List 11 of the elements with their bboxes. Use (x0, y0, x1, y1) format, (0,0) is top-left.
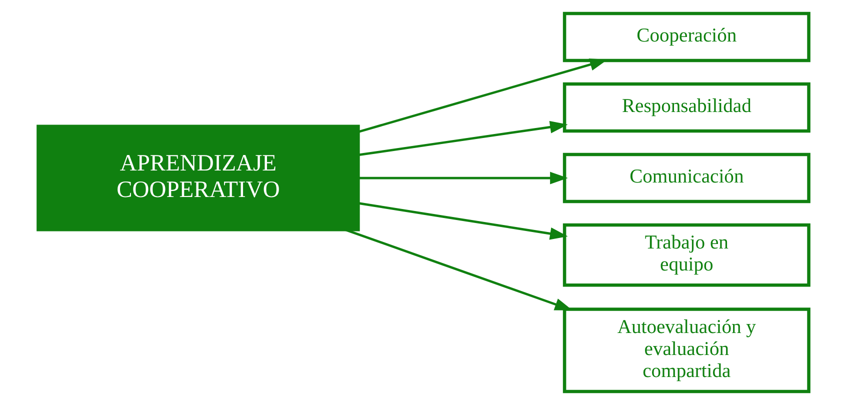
node-box: Comunicación (562, 152, 810, 204)
node-box: Autoevaluación y evaluación compartida (562, 308, 810, 394)
arrow (358, 120, 568, 156)
arrow (358, 202, 568, 240)
arrow (344, 228, 572, 310)
node-box: APRENDIZAJE COOPERATIVO (36, 124, 360, 232)
node-box: Cooperación (562, 12, 810, 62)
arrow (357, 58, 608, 134)
arrow (358, 172, 568, 184)
node-box: Responsabilidad (562, 82, 810, 133)
node-box: Trabajo en equipo (562, 223, 810, 287)
